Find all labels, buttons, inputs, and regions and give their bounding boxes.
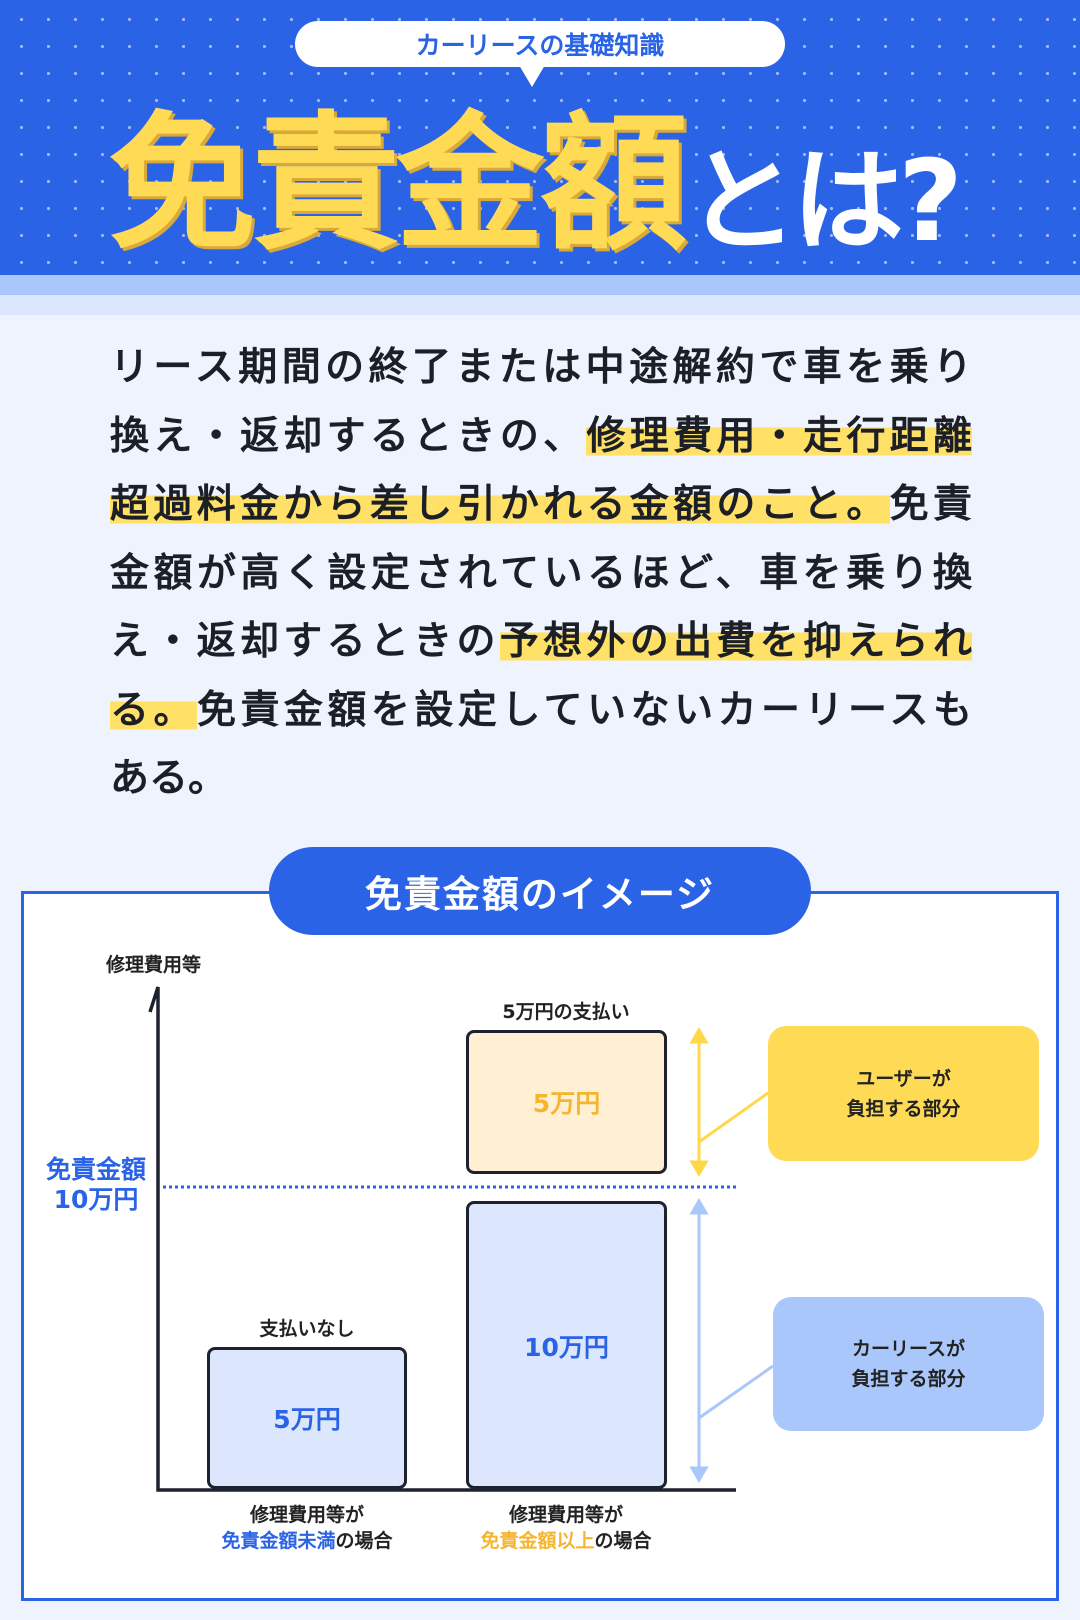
paragraph-text: 金額が高く設定されているほど、車を乗り換 (110, 550, 972, 596)
category-badge: カーリースの基礎知識 (295, 21, 785, 67)
threshold-label-2: 10万円 (53, 1185, 139, 1214)
right-caption-line1: 修理費用等が (508, 1504, 623, 1526)
paragraph-line: ある。 (110, 745, 972, 814)
highlighted-text: 超過料金から差し引かれる金額のこと。 (110, 482, 890, 527)
badge-tail (519, 65, 545, 87)
paragraph-text: 免責 (889, 482, 972, 527)
left-bar-value: 5万円 (273, 1405, 341, 1434)
highlighted-text: 予想外の出費を抑えられ (499, 619, 972, 664)
left-caption-rest: の場合 (335, 1530, 393, 1552)
user-arrow (689, 1027, 769, 1177)
right-bar-upper: 5万円 (466, 1030, 667, 1174)
lease-arrow (689, 1198, 774, 1483)
right-bar-top-label: 5万円の支払い (502, 1001, 630, 1023)
paragraph-text: リース期間の終了または中途解約で車を乗り (110, 345, 972, 390)
y-axis-label: 修理費用等 (106, 954, 202, 976)
right-caption-rest: の場合 (594, 1530, 652, 1552)
callout-lease-line2: 負担する部分 (851, 1368, 966, 1390)
diagram-title-text: 免責金額のイメージ (364, 873, 716, 916)
threshold-label-1: 免責金額 (45, 1155, 146, 1184)
axis-lines (148, 986, 736, 1492)
title-sub: とは? (686, 137, 963, 267)
title-main: 免責金額 (108, 98, 688, 270)
page-title: 免責金額 とは? (108, 88, 963, 270)
paragraph-line: 換え・返却するときの、修理費用・走行距離 (110, 403, 972, 472)
callout-lease: カーリースが 負担する部分 (773, 1297, 1044, 1431)
paragraph-text: 免責金額を設定していないカーリースも (196, 687, 972, 733)
header-band-light (0, 295, 1080, 315)
left-caption-highlight: 免責金額未満 (221, 1530, 336, 1552)
paragraph-text: ある。 (110, 756, 228, 801)
right-bar-upper-value: 5万円 (532, 1089, 601, 1118)
paragraph-line: 超過料金から差し引かれる金額のこと。免責 (110, 471, 972, 540)
left-bar-caption: 修理費用等が 免責金額未満の場合 (221, 1502, 392, 1554)
paragraph-line: え・返却するときの予想外の出費を抑えられ (110, 608, 972, 677)
callout-user-line1: ユーザーが (856, 1067, 951, 1090)
callout-lease-line1: カーリースが (851, 1338, 966, 1360)
paragraph-text: 換え・返却するときの、 (110, 413, 587, 459)
paragraph-line: 金額が高く設定されているほど、車を乗り換 (110, 540, 972, 609)
diagram-title: 免責金額のイメージ (269, 847, 811, 935)
left-bar-top-label: 支払いなし (259, 1318, 355, 1340)
left-caption-line1: 修理費用等が (249, 1504, 364, 1526)
left-bar: 5万円 (207, 1347, 407, 1489)
highlighted-text: る。 (110, 687, 197, 733)
right-bar-lower: 10万円 (466, 1201, 667, 1489)
header-band (0, 275, 1080, 295)
highlighted-text: 修理費用・走行距離 (586, 413, 972, 459)
category-badge-text: カーリースの基礎知識 (415, 31, 665, 60)
paragraph-line: る。免責金額を設定していないカーリースも (110, 677, 972, 746)
callout-user-line2: 負担する部分 (846, 1097, 961, 1120)
threshold-label: 免責金額 10万円 (41, 1155, 151, 1215)
paragraph-line: リース期間の終了または中途解約で車を乗り (110, 334, 972, 403)
callout-user: ユーザーが 負担する部分 (768, 1026, 1039, 1161)
paragraph-text: え・返却するときの (110, 619, 500, 664)
right-caption-highlight: 免責金額以上 (480, 1530, 595, 1552)
right-bar-caption: 修理費用等が 免責金額以上の場合 (480, 1502, 651, 1554)
right-bar-lower-value: 10万円 (524, 1333, 609, 1362)
description-paragraph: リース期間の終了または中途解約で車を乗り換え・返却するときの、修理費用・走行距離… (110, 334, 972, 814)
